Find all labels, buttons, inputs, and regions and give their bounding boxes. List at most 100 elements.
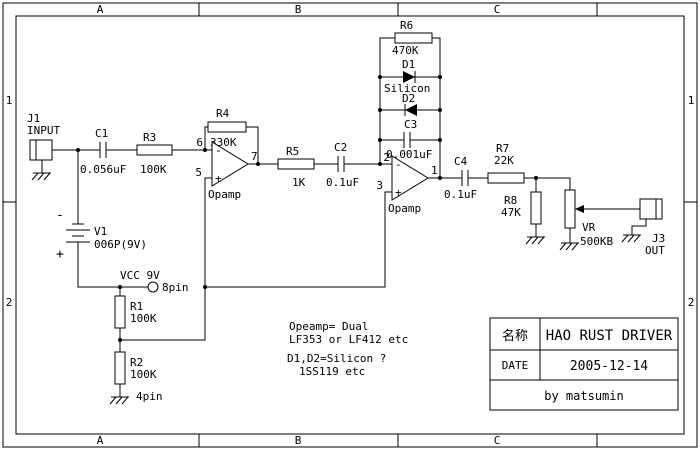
junction-dot (534, 176, 538, 180)
c1-plates (99, 142, 107, 158)
wire-r7-vr (524, 177, 571, 190)
r5-body (277, 158, 315, 170)
r1-body (114, 295, 126, 329)
opamp1-pin7-label: 7 (251, 150, 258, 163)
battery-minus-sign: - (56, 208, 64, 223)
output-jack-j3: J3 OUT (621, 198, 665, 257)
wire-feedback2-right (432, 37, 441, 178)
r7-value-label: 22K (494, 154, 514, 167)
vcc-pin8-label: 8pin (162, 281, 189, 294)
r7-body (487, 172, 525, 184)
junction-dot (438, 108, 442, 112)
opamp2-pin1-label: 1 (431, 164, 438, 177)
resistor-r8: R8 47K (501, 191, 546, 245)
vcc-flag: VCC 9V 8pin (120, 269, 189, 294)
c4-ref-label: C4 (454, 155, 468, 168)
author-credit: by matsumin (544, 389, 623, 403)
input-jack-j1: J1 INPUT (27, 112, 60, 181)
note-opamp-line2: LF353 or LF412 etc (289, 333, 408, 346)
junction-dot (438, 138, 442, 142)
r2-body (114, 351, 126, 385)
diode-d1: D1 Silicon (384, 58, 430, 95)
junction-dot (438, 75, 442, 79)
capacitor-c2: C2 0.1uF (326, 141, 359, 189)
frame-division-ticks (3, 3, 697, 447)
frame-row-2-right: 2 (688, 296, 695, 309)
note-diode-line1: D1,D2=Silicon ? (287, 352, 386, 365)
opamp1-triangle (211, 141, 249, 187)
vr-ref-label: VR (582, 221, 596, 234)
resistor-r7: R7 22K (487, 142, 525, 184)
battery-plus-sign: + (56, 247, 64, 262)
wire-feedback-r4 (204, 126, 259, 164)
wire-bias-op1 (120, 177, 212, 341)
junction-dot (203, 148, 207, 152)
r6-body (394, 32, 433, 44)
opamp2-name-label: Opamp (388, 202, 421, 215)
opamp1-pin5-label: 5 (195, 166, 202, 179)
resistor-r2: R2 100K 4pin (109, 351, 163, 405)
ground-symbol (621, 229, 642, 243)
frame-col-c-top: C (494, 3, 501, 16)
v1-value-label: 006P(9V) (94, 238, 147, 251)
ground-symbol (525, 231, 546, 245)
capacitor-c3: C3 0.001uF (386, 118, 432, 161)
d1-ref-label: D1 (402, 58, 415, 71)
opamp1-pin6-label: 6 (196, 136, 203, 149)
r1-ref-label: R1 (130, 300, 143, 313)
r8-ref-label: R8 (504, 194, 517, 207)
d1-material-label: Silicon (384, 82, 430, 95)
note-diode-line2: 1SS119 etc (299, 365, 365, 378)
battery-v1: - + V1 006P(9V) (56, 208, 147, 262)
frame-col-a-top: A (97, 3, 104, 16)
frame-row-2-left: 2 (6, 296, 13, 309)
junction-dot (378, 138, 382, 142)
frame-row-1-right: 1 (688, 94, 695, 107)
opamp2-pin3-label: 3 (376, 179, 383, 192)
frame-col-c-bottom: C (494, 434, 501, 447)
wire-feedback2-left (379, 37, 395, 164)
junction-dot (378, 108, 382, 112)
schematic-notes: Opeamp= Dual LF353 or LF412 etc D1,D2=Si… (287, 320, 408, 378)
opamp2-plus-sign: + (395, 186, 402, 199)
wire-bias-op2 (205, 191, 392, 288)
c3-plates (403, 132, 411, 148)
r1-value-label: 100K (130, 312, 157, 325)
resistor-r5: R5 1K (277, 145, 315, 189)
r2-ref-label: R2 (130, 356, 143, 369)
ground-symbol (559, 237, 580, 251)
r3-value-label: 100K (140, 163, 167, 176)
opamp1-name-label: Opamp (208, 188, 241, 201)
title-block: 名称 HAO RUST DRIVER DATE 2005-12-14 by ma… (489, 317, 679, 411)
ground-symbol (31, 167, 52, 181)
junction-dot (76, 148, 80, 152)
j3-name-label: OUT (645, 244, 665, 257)
vcc-label: VCC 9V (120, 269, 160, 282)
vr-value-label: 500KB (580, 235, 613, 248)
d1-arrow (403, 71, 415, 83)
opamp2-minus-sign: - (395, 158, 402, 171)
c4-plates (461, 170, 469, 186)
potentiometer-vr: VR 500KB (559, 189, 613, 251)
r2-value-label: 100K (130, 368, 157, 381)
resistor-r6: R6 470K (392, 19, 433, 57)
d2-ref-label: D2 (402, 92, 415, 105)
c3-value-label: 0.001uF (386, 148, 432, 161)
wire-j3-sleeve (631, 219, 647, 230)
r5-ref-label: R5 (286, 145, 299, 158)
c3-ref-label: C3 (404, 118, 417, 131)
gnd-pin4-label: 4pin (136, 390, 163, 403)
r6-value-label: 470K (392, 44, 419, 57)
wire-battery-branch (77, 150, 148, 288)
r4-body (207, 121, 247, 133)
date-label: DATE (502, 359, 529, 372)
opamp-stage1: - + 6 5 7 Opamp (195, 136, 257, 201)
capacitor-c4: C4 0.1uF (444, 155, 477, 201)
r3-body (136, 144, 173, 156)
frame-col-b-top: B (295, 3, 302, 16)
battery-plates (66, 223, 90, 243)
vr-body (564, 189, 576, 229)
